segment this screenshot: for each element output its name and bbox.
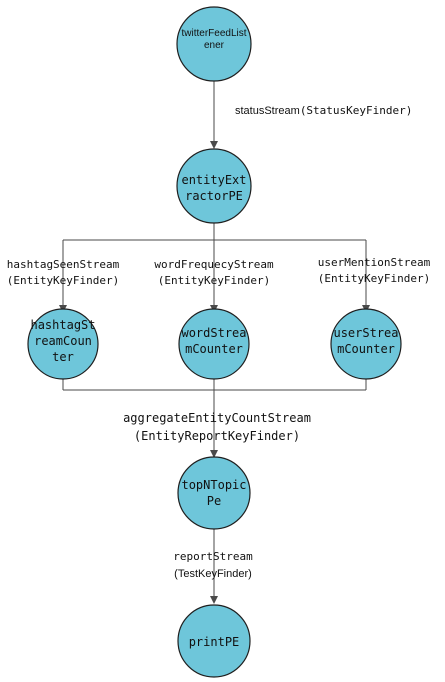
node-label-line: hashtagSt [30, 318, 95, 332]
node-user-stream-counter[interactable]: userStrea mCounter [330, 308, 402, 380]
node-print-pe[interactable]: printPE [177, 604, 251, 678]
edge-label-line: (EntityKeyFinder) [7, 274, 120, 287]
node-top-n-topic-pe[interactable]: topNTopic Pe [177, 456, 251, 530]
node-label-line: mCounter [185, 342, 243, 356]
edge-label-line: hashtagSeenStream [7, 258, 120, 271]
edge-label-line: (TestKeyFinder) [174, 568, 252, 580]
edge-label-line: userMentionStream [318, 256, 431, 269]
node-label-line: ractorPE [185, 189, 243, 203]
edge-label-user-mention-stream: userMentionStream (EntityKeyFinder) [318, 256, 431, 285]
node-label-line: ener [204, 40, 225, 51]
edge-label-word-frequency-stream: wordFrequecyStream (EntityKeyFinder) [154, 258, 274, 287]
svg-text:statusStream(StatusKeyFinder): statusStream(StatusKeyFinder) [235, 104, 412, 117]
node-entity-extractor-pe[interactable]: entityExt ractorPE [176, 148, 252, 224]
edge-label-status-stream: statusStream(StatusKeyFinder) [235, 104, 412, 117]
node-word-stream-counter[interactable]: wordStrea mCounter [178, 308, 250, 380]
edge-label-arg: (StatusKeyFinder) [300, 104, 413, 117]
node-label-line: printPE [189, 635, 240, 649]
node-label-line: topNTopic [181, 478, 246, 492]
edge-label-hashtag-seen-stream: hashtagSeenStream (EntityKeyFinder) [7, 258, 120, 287]
node-label-line: reamCoun [34, 334, 92, 348]
node-label-line: mCounter [337, 342, 395, 356]
edge-label-line: (EntityKeyFinder) [158, 274, 271, 287]
node-label-line: ter [52, 350, 74, 364]
edge-label-line: (EntityKeyFinder) [318, 272, 431, 285]
node-hashtag-stream-counter[interactable]: hashtagSt reamCoun ter [27, 308, 99, 380]
edge-label-aggregate-stream: aggregateEntityCountStream (EntityReport… [123, 411, 311, 443]
edge-label-report-stream: reportStream (TestKeyFinder) [173, 550, 253, 580]
node-label-line: entityExt [181, 173, 246, 187]
edge-label-line: aggregateEntityCountStream [123, 411, 311, 425]
node-label-line: userStrea [333, 326, 398, 340]
edge-label-prefix: statusStream [235, 105, 300, 117]
edge-label-line: (EntityReportKeyFinder) [134, 429, 300, 443]
node-label-line: Pe [207, 494, 221, 508]
node-twitter-feed-listener[interactable]: twitterFeedList ener [176, 6, 252, 82]
edge-label-line: wordFrequecyStream [154, 258, 274, 271]
node-label-line: wordStrea [181, 326, 246, 340]
node-label-line: twitterFeedList [181, 28, 246, 39]
edges [59, 81, 370, 604]
edge-label-line: reportStream [173, 550, 253, 563]
